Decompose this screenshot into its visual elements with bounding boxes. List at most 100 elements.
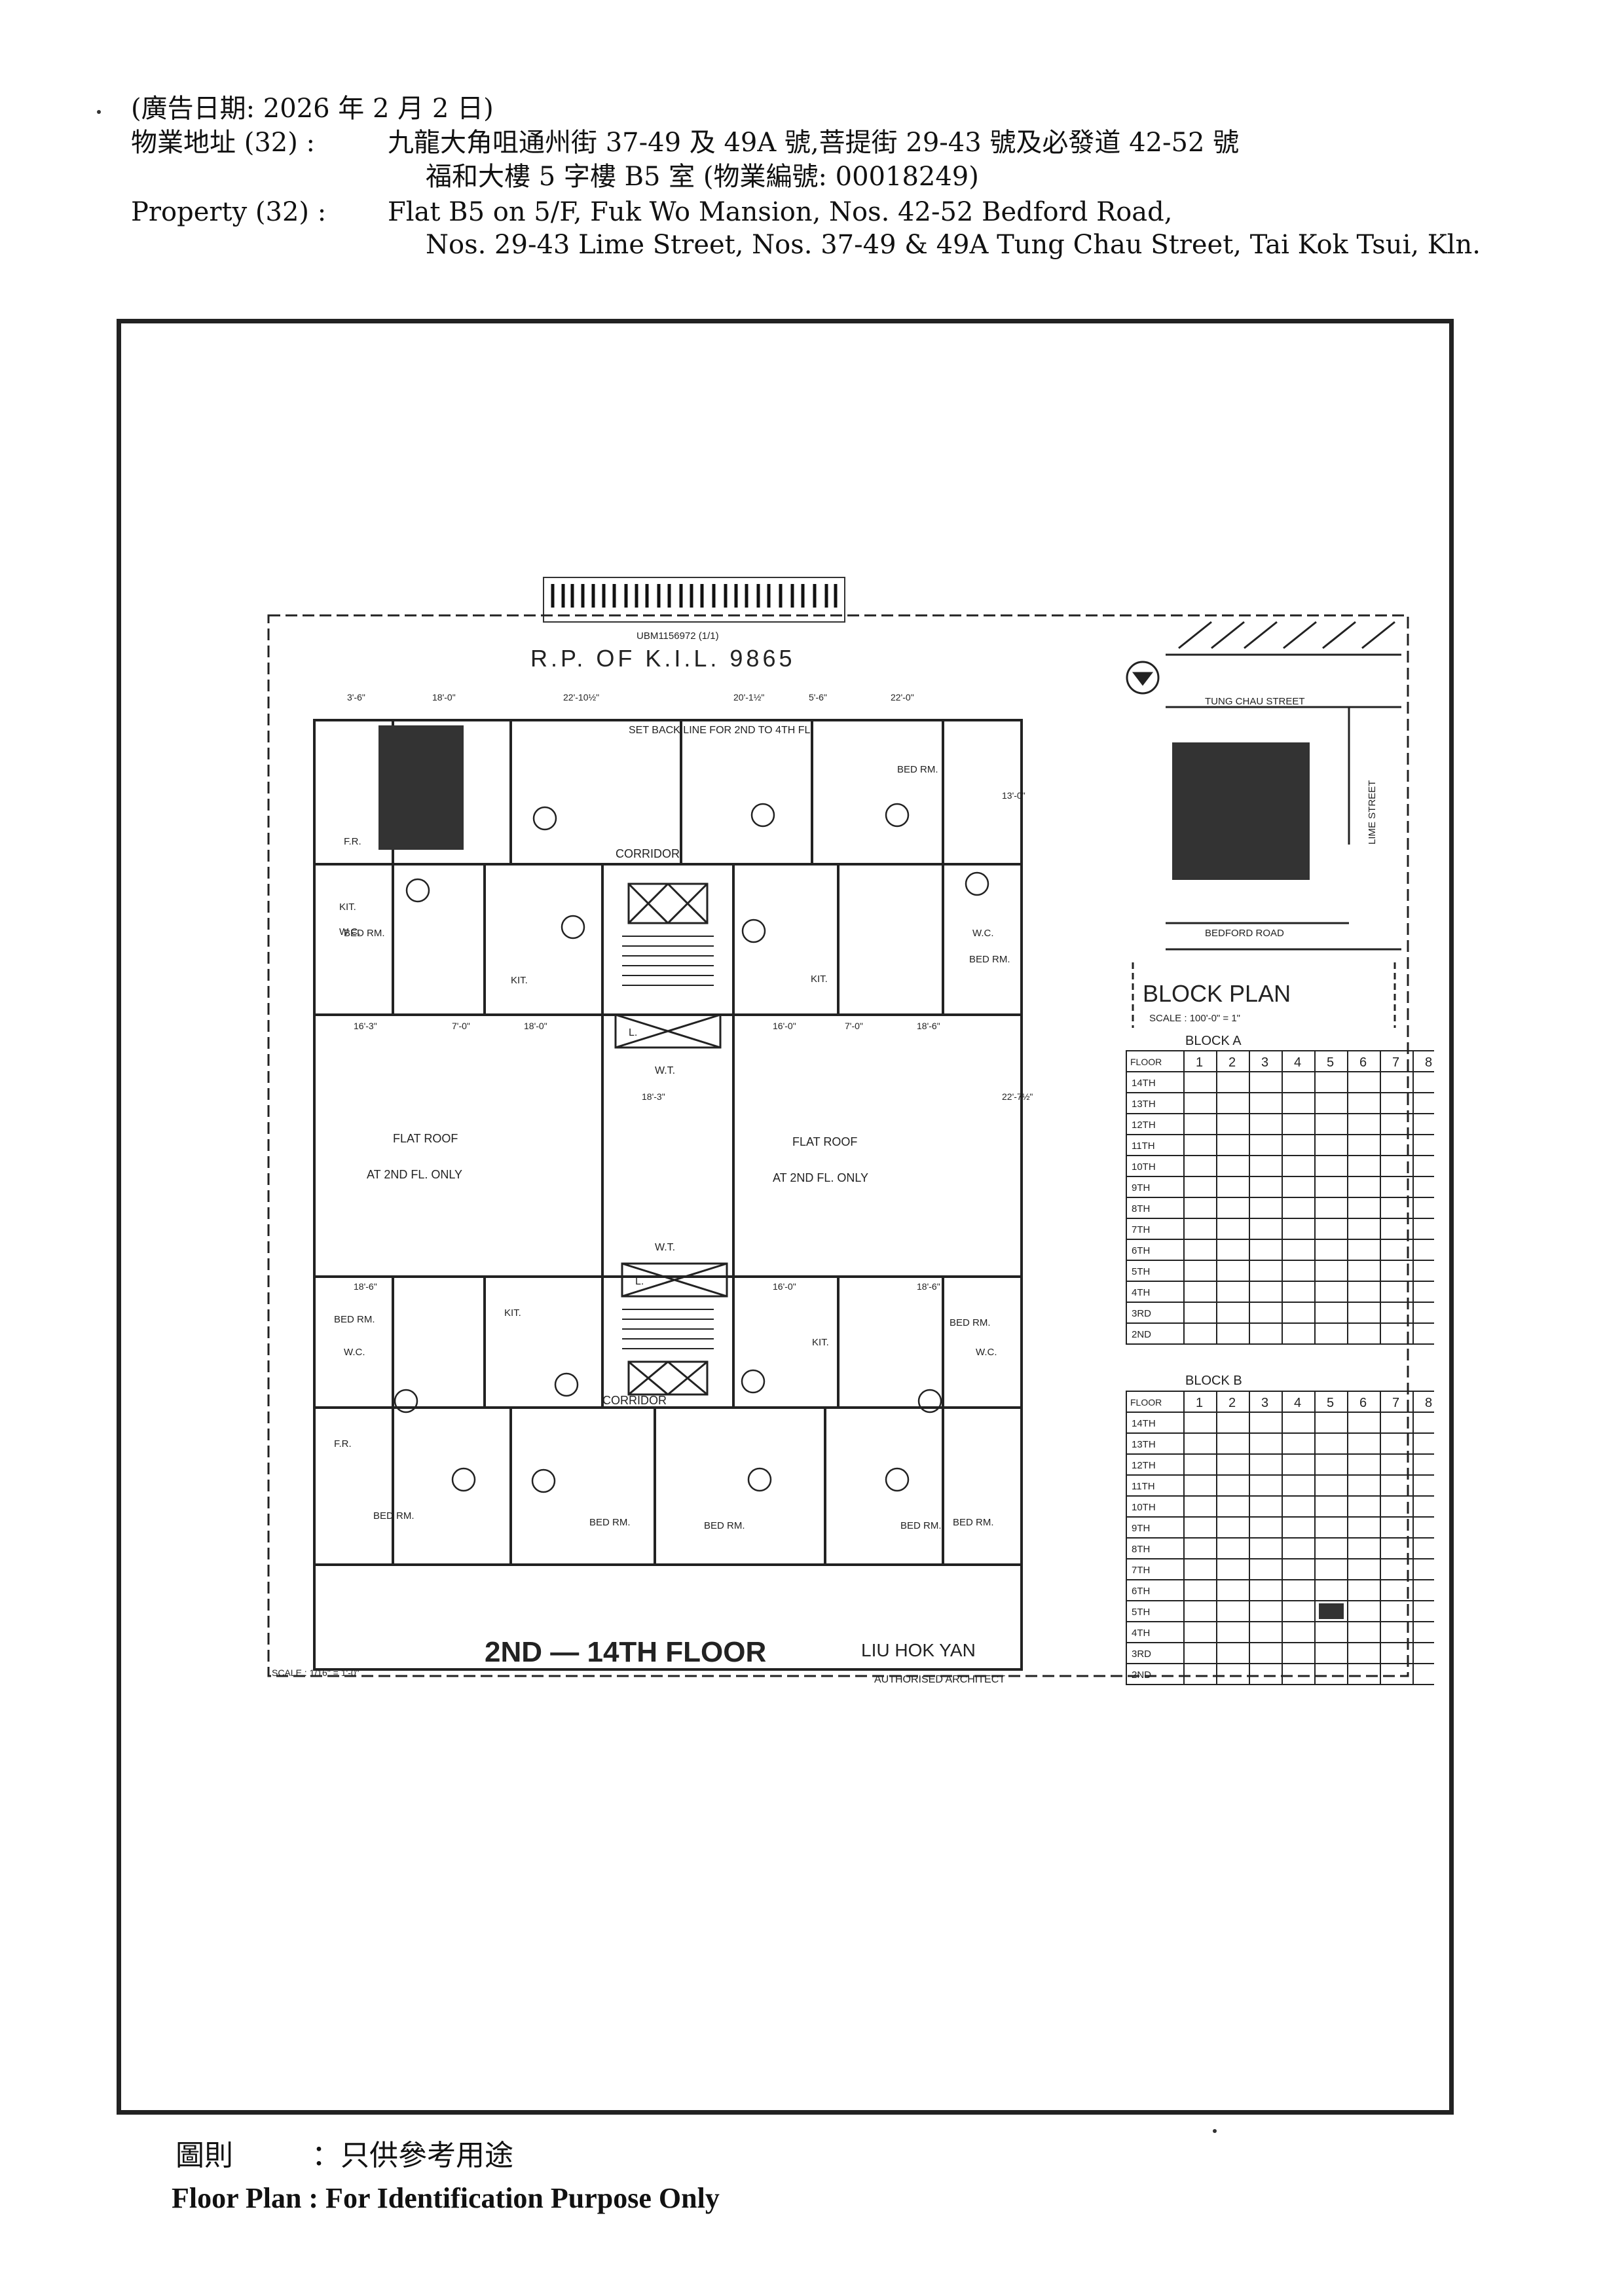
kit-6-top: KIT. [339, 902, 356, 913]
bed-rm-6-bottom: BED RM. [334, 1314, 375, 1325]
block-table-floor-label: 6TH [1132, 1586, 1150, 1597]
barcode-text: UBM1156972 (1/1) [637, 630, 719, 642]
svg-text:22'-0": 22'-0" [891, 692, 914, 702]
block-table-flat-header: 6 [1359, 1055, 1367, 1070]
block-table-floor-label: 5TH [1132, 1607, 1150, 1618]
bed-rm-3-bottom: BED RM. [704, 1520, 745, 1531]
address-line2-cn: 福和大樓 5 字樓 B5 室 (物業編號: 00018249) [426, 162, 979, 192]
block-a-label: BLOCK A [1185, 1034, 1242, 1048]
block-table-flat-header: 8 [1425, 1396, 1432, 1410]
block-table-flat-header: 3 [1261, 1396, 1268, 1410]
block-table-flat-header: 7 [1392, 1396, 1399, 1410]
block-table-floor-label: 5TH [1132, 1266, 1150, 1277]
svg-text:16'-0": 16'-0" [773, 1021, 796, 1031]
block-table-floor-label: 2ND [1132, 1669, 1151, 1681]
plan-frame [117, 319, 1454, 2115]
scan-speck [97, 110, 101, 114]
flat-roof-left-note: AT 2ND FL. ONLY [367, 1168, 462, 1181]
bed-rm-2-top: BED RM. [897, 764, 938, 775]
svg-text:16'-3": 16'-3" [354, 1021, 377, 1031]
water-tank-top: W.T. [655, 1065, 675, 1076]
setback-note: SET BACK LINE FOR 2ND TO 4TH FL. [629, 725, 813, 736]
block-table-floor-label: 6TH [1132, 1245, 1150, 1256]
architect-name: LIU HOK YAN [861, 1640, 976, 1660]
block-table-flat-header: 4 [1294, 1396, 1301, 1410]
svg-text:7'-0": 7'-0" [845, 1021, 863, 1031]
block-table-flat-header: 1 [1196, 1055, 1203, 1070]
block-table-flat-header: 8 [1425, 1055, 1432, 1070]
bed-rm-5-bottom: BED RM. [373, 1510, 415, 1522]
fr-bottom: F.R. [334, 1438, 352, 1449]
footer-en: Floor Plan : For Identification Purpose … [172, 2182, 720, 2214]
block-b-label: BLOCK B [1185, 1374, 1242, 1388]
barcode: UBM1156972 (1/1) [543, 577, 845, 642]
block-table-floor-label: 12TH [1132, 1460, 1156, 1471]
bed-rm-2-bottom: BED RM. [900, 1520, 942, 1531]
scale-floor: SCALE : 1/16" = 1'-0" [272, 1667, 360, 1678]
block-plan-scale: SCALE : 100'-0" = 1" [1149, 1013, 1240, 1024]
architect-title: AUTHORISED ARCHITECT [874, 1674, 1005, 1685]
kit-7-top: KIT. [511, 975, 528, 986]
scan-speck [1213, 2129, 1217, 2133]
block-table-flat-header: 6 [1359, 1396, 1367, 1410]
lime-street-label: LIME STREET [1367, 780, 1378, 845]
kit-7-bottom: KIT. [504, 1307, 521, 1319]
bed-rm-6-top: BED RM. [344, 928, 385, 939]
block-table-flat-header: 4 [1294, 1055, 1301, 1070]
svg-text:5'-6": 5'-6" [809, 692, 827, 702]
svg-text:18'-0": 18'-0" [524, 1021, 547, 1031]
lift-core-top: L. W.T. [614, 883, 722, 1076]
bedford-road-label: BEDFORD ROAD [1205, 928, 1284, 939]
dimension-labels: 3'-6" 18'-0" 22'-10½" 20'-1½" 5'-6" 22'-… [347, 692, 1033, 1292]
block-table-flat-header: 3 [1261, 1055, 1268, 1070]
block-table-floor-label: 8TH [1132, 1203, 1150, 1214]
svg-text:7'-0": 7'-0" [452, 1021, 470, 1031]
svg-text:20'-1½": 20'-1½" [733, 692, 764, 702]
wc-1-top: W.C. [972, 928, 994, 939]
address-row-1: 物業地址 (32) :九龍大角咀通州街 37-49 及 49A 號,菩提街 29… [131, 126, 1239, 160]
block-table-floor-label: 14TH [1132, 1078, 1156, 1089]
svg-text:22'-10½": 22'-10½" [563, 692, 599, 702]
block-table-floor-label: 4TH [1132, 1287, 1150, 1298]
address-line1-cn: 九龍大角咀通州街 37-49 及 49A 號,菩提街 29-43 號及必發道 4… [388, 128, 1240, 158]
block-table-flat-header: 5 [1327, 1055, 1334, 1070]
footer-cn-text: ：只供參考用途 [312, 2139, 513, 2172]
block-plan-building [1172, 742, 1310, 880]
property-label-en: Property (32) : [131, 197, 327, 227]
fr-top: F.R. [344, 836, 361, 847]
flat-roof-right: FLAT ROOF [792, 1135, 857, 1148]
block-table-floor-label: 13TH [1132, 1439, 1156, 1450]
svg-text:18'-3": 18'-3" [642, 1091, 665, 1102]
svg-text:18'-6": 18'-6" [354, 1281, 377, 1292]
lift-core-bottom: L. W.T. [621, 1242, 728, 1396]
block-table-floor-label: 7TH [1132, 1224, 1150, 1235]
corridor-bottom-label: CORRIDOR [602, 1394, 667, 1407]
bed-rm-1b-bottom: BED RM. [953, 1517, 994, 1528]
wc-6-top: W.C. [339, 926, 361, 938]
tung-chau-street-label: TUNG CHAU STREET [1205, 696, 1305, 707]
property-line1-en: Flat B5 on 5/F, Fuk Wo Mansion, Nos. 42-… [388, 197, 1173, 227]
ad-date: (廣告日期: 2026 年 2 月 2 日) [131, 94, 494, 124]
wc-6-bottom: W.C. [344, 1347, 365, 1358]
footer-cn: 圖則 ：只供參考用途 [175, 2132, 513, 2174]
block-table-floor-header: FLOOR [1130, 1057, 1162, 1067]
building-outline [313, 719, 1023, 1671]
block-table-floor-label: 13TH [1132, 1099, 1156, 1110]
svg-text:22'-7½": 22'-7½" [1002, 1091, 1033, 1102]
block-plan-site [1126, 621, 1401, 1028]
flat-roof-left: FLAT ROOF [393, 1132, 458, 1145]
corridor-top-label: CORRIDOR [616, 847, 680, 860]
block-table-flat-header: 7 [1392, 1055, 1399, 1070]
block-table-floor-label: 10TH [1132, 1161, 1156, 1173]
bed-rm-1-bottom: BED RM. [950, 1317, 991, 1328]
block-table-flat-header: 1 [1196, 1396, 1203, 1410]
bed-rm-1-top: BED RM. [969, 954, 1010, 965]
footer-cn-label: 圖則 [175, 2139, 233, 2172]
svg-text:18'-6": 18'-6" [917, 1281, 940, 1292]
property-row-1: Property (32) : Flat B5 on 5/F, Fuk Wo Ma… [131, 195, 1172, 229]
svg-text:18'-6": 18'-6" [917, 1021, 940, 1031]
block-table-floor-label: 11TH [1132, 1481, 1155, 1492]
floor-title: 2ND — 14TH FLOOR [485, 1636, 766, 1668]
flat-number-markers [394, 803, 989, 1493]
